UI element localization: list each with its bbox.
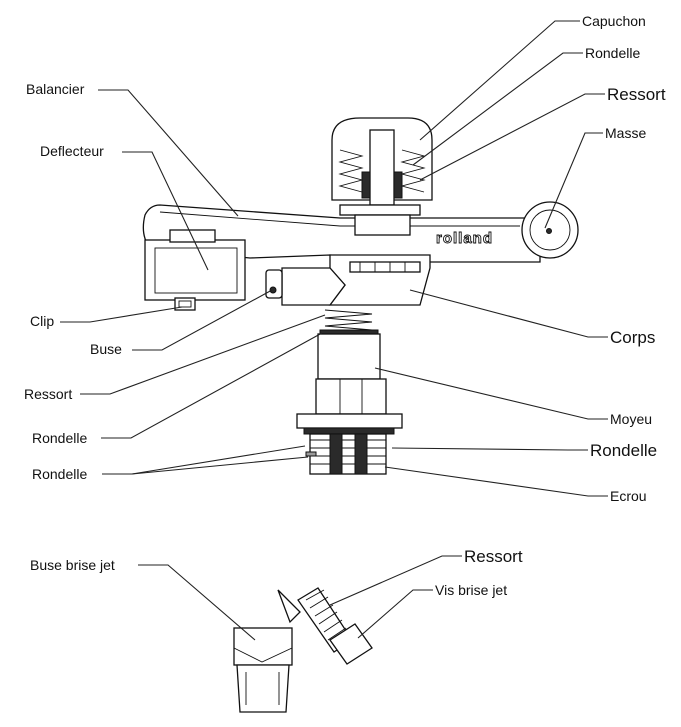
brand-logo-text: rolland (436, 230, 493, 247)
rondelle-left-part (305, 451, 317, 457)
label-rondelle-right: Rondelle (590, 441, 657, 460)
label-balancier: Balancier (26, 81, 85, 97)
label-moyeu: Moyeu (610, 411, 652, 427)
label-corps: Corps (610, 328, 655, 347)
label-ressort-bottom: Ressort (464, 547, 523, 566)
label-rondelle-mid: Rondelle (32, 430, 87, 446)
label-buse-brise-jet: Buse brise jet (30, 557, 115, 573)
label-buse: Buse (90, 341, 122, 357)
deflecteur-part (144, 239, 246, 301)
label-rondelle-left: Rondelle (32, 466, 87, 482)
label-clip: Clip (30, 313, 54, 329)
label-ecrou: Ecrou (610, 488, 647, 504)
label-vis-brise-jet: Vis brise jet (435, 582, 507, 598)
label-deflecteur: Deflecteur (40, 143, 104, 159)
moyeu-part (317, 333, 381, 380)
brise-jet-assembly (233, 587, 373, 713)
ecrou-part (309, 433, 387, 475)
buse-brise-jet-part (233, 627, 293, 666)
label-ressort-mid: Ressort (24, 386, 72, 402)
leader-lines (60, 20, 608, 641)
label-ressort-top: Ressort (607, 85, 666, 104)
vis-brise-jet-part (329, 623, 373, 665)
buse-part (281, 267, 346, 306)
sprinkler-assembly: rolland (142, 117, 579, 475)
label-masse: Masse (605, 125, 646, 141)
labels: Capuchon Rondelle Ressort Masse Balancie… (24, 13, 666, 598)
label-rondelle-top: Rondelle (585, 45, 640, 61)
ressort-top-part (338, 149, 426, 193)
ressort-mid-part (324, 309, 373, 331)
rondelle-top-part (361, 171, 371, 199)
rondelle-right-part (303, 427, 395, 435)
label-capuchon: Capuchon (582, 13, 646, 29)
